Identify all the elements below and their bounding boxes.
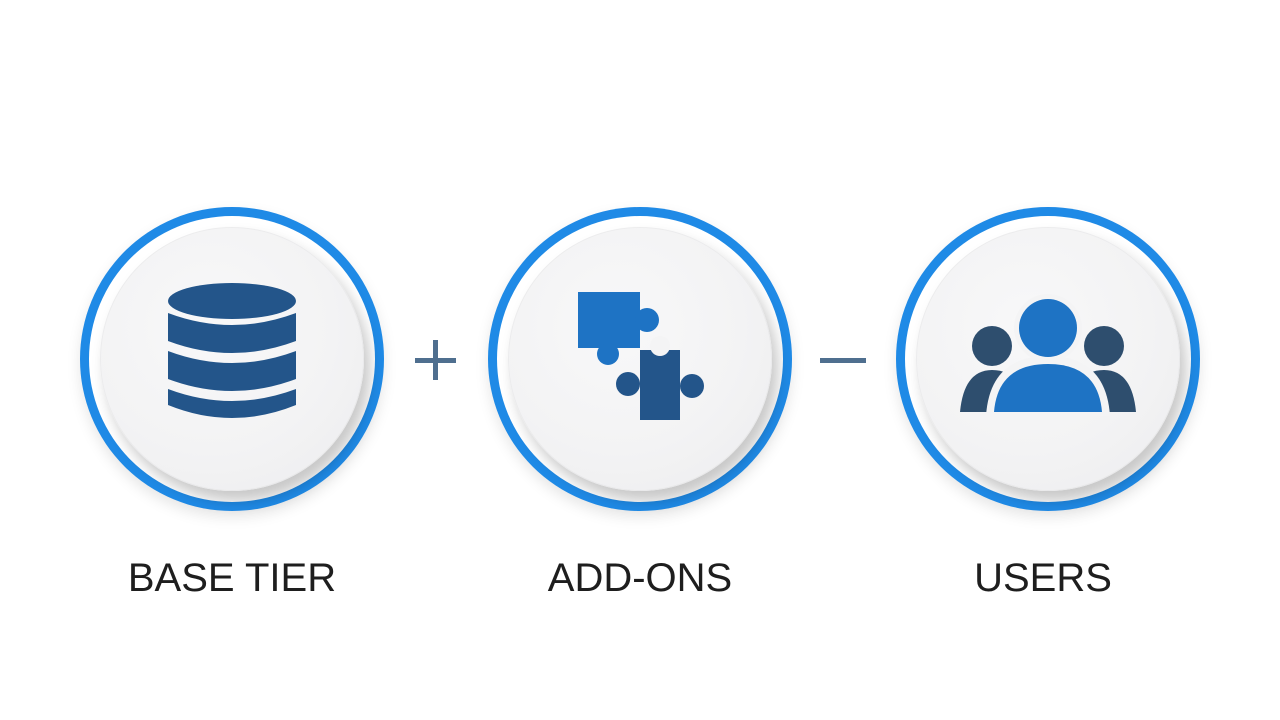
minus-icon [820, 358, 866, 363]
puzzle-pieces-icon [578, 292, 704, 420]
users-group-icon [960, 294, 1136, 416]
base-tier-node [80, 207, 384, 511]
add-ons-label: ADD-ONS [547, 556, 733, 600]
base-tier-disc [100, 227, 364, 491]
add-ons-node [488, 207, 792, 511]
database-icon [168, 283, 296, 418]
plus-icon [415, 340, 456, 380]
users-node [896, 207, 1200, 511]
base-tier-label: BASE TIER [127, 556, 337, 600]
users-label: USERS [974, 556, 1112, 600]
